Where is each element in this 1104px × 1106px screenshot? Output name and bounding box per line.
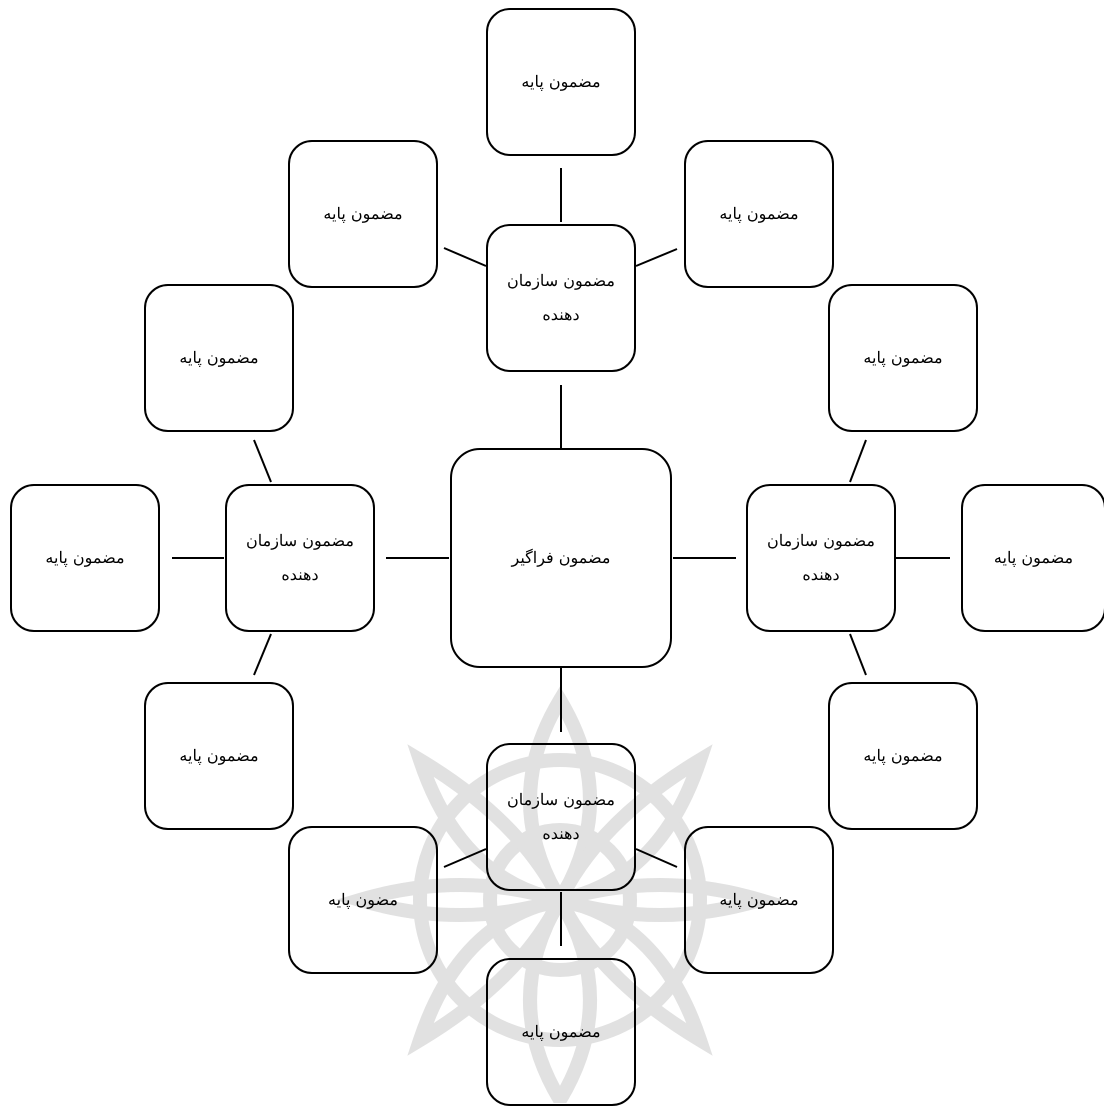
organizing-theme-left: مضمون سازمان دهنده (225, 484, 375, 632)
organizing-theme-right: مضمون سازمان دهنده (746, 484, 896, 632)
basic-theme-top-left: مضمون پایه (288, 140, 438, 288)
basic-theme-right-upper: مضمون پایه (828, 284, 978, 432)
edge-bottom-right (635, 848, 678, 868)
edge-top-left (443, 247, 487, 267)
basic-theme-top-right: مضمون پایه (684, 140, 834, 288)
edge-bottom-left (443, 848, 487, 868)
edge-right-down (849, 633, 867, 676)
edge-left-up (253, 439, 272, 483)
basic-theme-right: مضمون پایه (961, 484, 1104, 632)
basic-theme-bottom: مضمون پایه (486, 958, 636, 1106)
basic-theme-right-lower: مضمون پایه (828, 682, 978, 830)
organizing-theme-top: مضمون سازمان دهنده (486, 224, 636, 372)
global-theme-node: مضمون فراگیر (450, 448, 672, 668)
basic-theme-left: مضمون پایه (10, 484, 160, 632)
edge-right-up (849, 439, 867, 483)
edge-left-down (253, 633, 272, 676)
basic-theme-bottom-left: مضون پایه (288, 826, 438, 974)
basic-theme-left-lower: مضمون پایه (144, 682, 294, 830)
basic-theme-left-upper: مضمون پایه (144, 284, 294, 432)
edge-top-right (635, 248, 678, 267)
basic-theme-top: مضمون پایه (486, 8, 636, 156)
organizing-theme-bottom: مضمون سازمان دهنده (486, 743, 636, 891)
basic-theme-bottom-right: مضمون پایه (684, 826, 834, 974)
